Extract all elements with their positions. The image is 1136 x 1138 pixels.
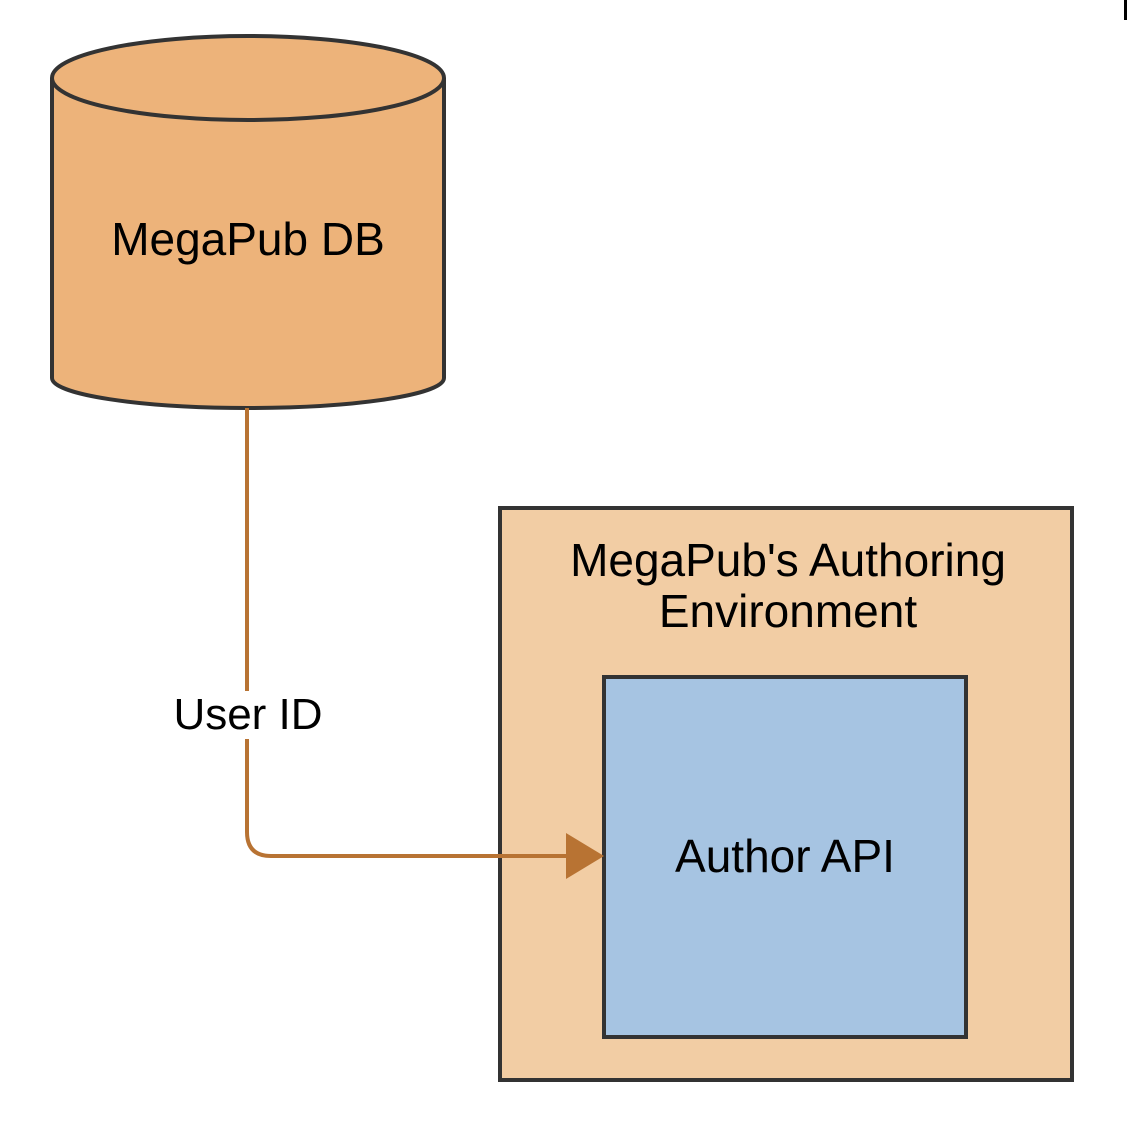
database-label: MegaPub DB — [111, 213, 385, 265]
api-node — [602, 675, 968, 1039]
api-label: Author API — [675, 830, 895, 882]
database-node — [50, 34, 446, 410]
edge-label: User ID — [148, 690, 348, 740]
database-top — [50, 34, 446, 122]
environment-label: MegaPub's Authoring Environment — [570, 534, 1006, 637]
database-body — [50, 78, 446, 410]
corner-mark — [1124, 0, 1127, 20]
arrowhead-icon — [566, 833, 604, 879]
user-id-edge — [245, 408, 572, 858]
